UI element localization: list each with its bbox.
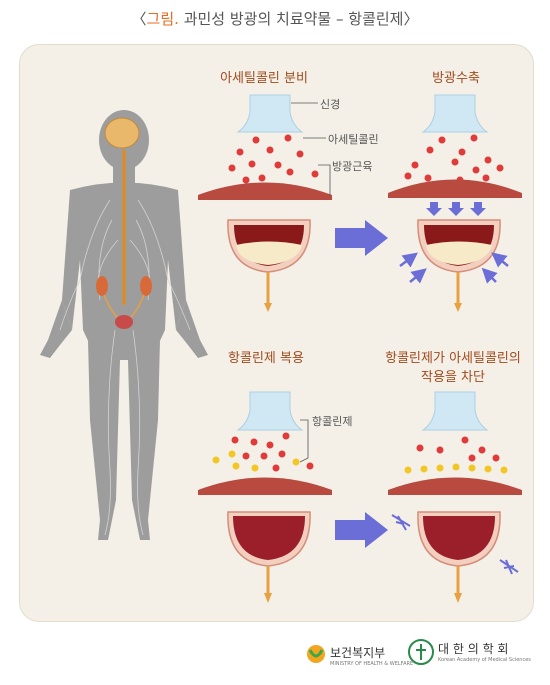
bladder-small xyxy=(115,315,133,329)
label-blocked-line2: 작용을 차단 xyxy=(421,370,485,385)
transition-arrow-2 xyxy=(335,512,388,548)
bladder-muscle-3 xyxy=(198,477,332,495)
kidney-right xyxy=(140,276,152,296)
blocked-arrows xyxy=(391,514,519,575)
annotation-anticholinergic: 항콜린제 xyxy=(312,415,353,428)
academy-logo xyxy=(408,639,434,665)
figure-title: 〈그림. 과민성 방광의 치료약물 – 항콜린제〉 xyxy=(131,10,419,28)
contraction-arrows xyxy=(426,202,486,216)
anticholinergic-molecules-3 xyxy=(212,450,300,472)
figure-label: 그림. xyxy=(146,10,179,28)
bladder-muscle-4 xyxy=(388,477,522,495)
annotation-bladder-muscle: 방광근육 xyxy=(332,160,373,173)
acetylcholine-molecules-2 xyxy=(404,134,504,184)
label-contraction: 방광수축 xyxy=(432,71,480,86)
nerve-ending-3 xyxy=(236,391,304,431)
anticholinergic-molecules-4 xyxy=(404,463,508,474)
ministry-logo xyxy=(307,645,325,663)
ministry-name: 보건복지부 MINISTRY OF HEALTH & WELFARE xyxy=(330,646,414,667)
bladder-2 xyxy=(417,219,501,312)
acetylcholine-molecules-4 xyxy=(416,436,500,462)
acetylcholine-molecules-1 xyxy=(228,134,319,184)
bladder-4 xyxy=(417,511,501,603)
acetylcholine-molecules-3 xyxy=(231,432,314,472)
label-ach-release: 아세틸콜린 분비 xyxy=(220,71,308,86)
bladder-muscle-1 xyxy=(198,182,332,200)
label-blocked-line1: 항콜린제가 아세틸콜린의 xyxy=(385,351,521,366)
nerve-ending-2 xyxy=(421,94,489,133)
brain xyxy=(104,117,140,149)
squeeze-arrows xyxy=(399,252,509,284)
academy-name: 대 한 의 학 회 Korean Academy of Medical Scie… xyxy=(438,642,531,663)
annotation-nerve: 신경 xyxy=(320,98,341,111)
kidney-left xyxy=(96,276,108,296)
bladder-1 xyxy=(227,219,311,312)
bladder-muscle-2 xyxy=(388,179,522,198)
bladder-3 xyxy=(227,511,311,603)
nerve-ending-4 xyxy=(421,391,489,431)
label-anticholinergic-taken: 항콜린제 복용 xyxy=(228,351,304,366)
annotation-acetylcholine: 아세틸콜린 xyxy=(328,133,379,146)
transition-arrow-1 xyxy=(335,220,388,256)
nerve-ending-1 xyxy=(236,94,304,133)
